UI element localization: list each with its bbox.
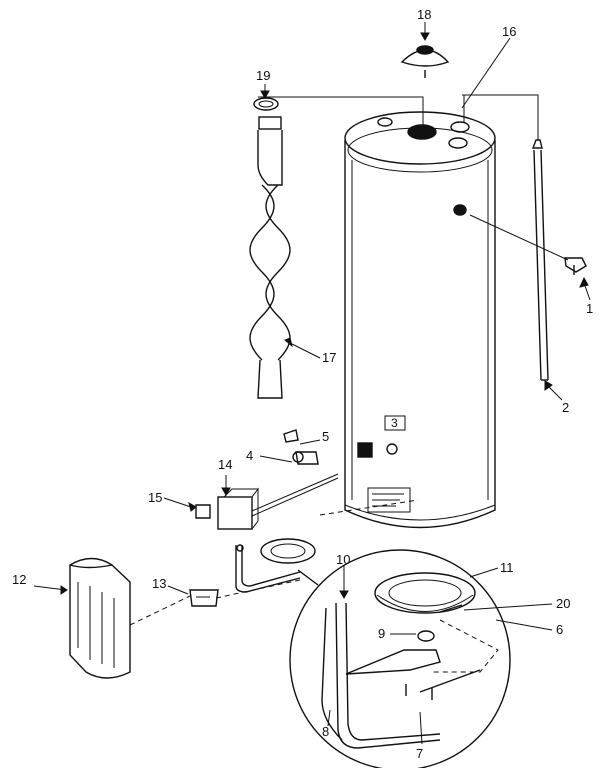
fittings bbox=[195, 429, 319, 519]
relief-valve bbox=[564, 257, 587, 275]
callout-17: 17 bbox=[322, 350, 336, 365]
callout-6: 6 bbox=[556, 622, 563, 637]
callout-5: 5 bbox=[322, 429, 329, 444]
anode-rod bbox=[249, 116, 291, 399]
callout-3: 3 bbox=[391, 416, 398, 430]
callout-9: 9 bbox=[378, 626, 385, 641]
water-heater-tank bbox=[344, 111, 496, 529]
callout-18: 18 bbox=[417, 7, 431, 22]
callout-15: 15 bbox=[148, 490, 162, 505]
gasket bbox=[253, 97, 279, 111]
callout-labels: 1 2 3 4 5 6 7 8 9 10 11 12 13 14 15 16 1… bbox=[12, 7, 593, 761]
callout-14: 14 bbox=[218, 457, 232, 472]
callout-12: 12 bbox=[12, 572, 26, 587]
callout-1: 1 bbox=[586, 301, 593, 316]
callout-10: 10 bbox=[336, 552, 350, 567]
detail-circle bbox=[289, 549, 511, 768]
outer-door bbox=[69, 557, 131, 679]
callout-2: 2 bbox=[562, 400, 569, 415]
flue-baffle-cap bbox=[400, 45, 450, 78]
burner-assembly-small bbox=[235, 538, 316, 593]
gas-valve-thermostat bbox=[217, 473, 339, 530]
connector-lines bbox=[129, 94, 539, 626]
callout-3-box bbox=[384, 415, 406, 431]
callout-4: 4 bbox=[246, 448, 253, 463]
leader-lines bbox=[33, 22, 591, 745]
callout-13: 13 bbox=[152, 576, 166, 591]
inner-door bbox=[189, 589, 219, 607]
dip-tube bbox=[531, 139, 549, 381]
callout-7: 7 bbox=[416, 746, 423, 761]
callout-20: 20 bbox=[556, 596, 570, 611]
callout-11: 11 bbox=[500, 560, 514, 575]
callout-16: 16 bbox=[502, 24, 516, 39]
callout-19: 19 bbox=[256, 68, 270, 83]
callout-8: 8 bbox=[322, 724, 329, 739]
